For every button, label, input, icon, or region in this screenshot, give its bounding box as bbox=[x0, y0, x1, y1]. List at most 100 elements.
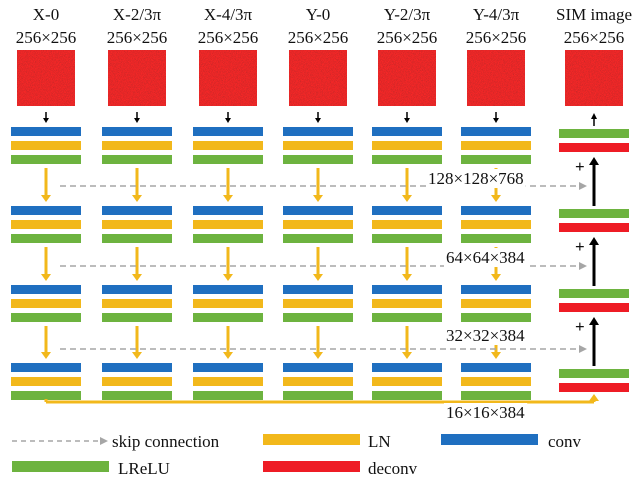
ln-bar bbox=[372, 220, 442, 229]
up-arrowhead bbox=[589, 237, 599, 245]
lrelu-bar bbox=[193, 155, 263, 164]
input-arrowhead bbox=[225, 118, 231, 123]
down-arrowhead bbox=[41, 352, 51, 359]
ln-bar bbox=[461, 377, 531, 386]
skip-arrowhead bbox=[579, 345, 587, 353]
conv-bar bbox=[11, 206, 81, 215]
down-arrowhead bbox=[491, 352, 501, 359]
lrelu-bar bbox=[193, 234, 263, 243]
lrelu-bar bbox=[102, 155, 172, 164]
skip-arrowhead bbox=[579, 182, 587, 190]
ln-bar bbox=[372, 299, 442, 308]
input-arrowhead bbox=[315, 118, 321, 123]
column-title: X-0 bbox=[33, 5, 59, 24]
output-arrowhead bbox=[591, 113, 597, 119]
stage-label-bg bbox=[444, 248, 528, 267]
ln-bar bbox=[102, 299, 172, 308]
lrelu-bar bbox=[372, 155, 442, 164]
up-arrowhead bbox=[589, 157, 599, 165]
conv-bar bbox=[461, 285, 531, 294]
dec-lrelu-bar bbox=[559, 129, 629, 138]
output-size: 256×256 bbox=[564, 28, 625, 47]
down-arrowhead bbox=[132, 352, 142, 359]
input-image bbox=[199, 50, 257, 106]
ln-bar bbox=[193, 220, 263, 229]
lrelu-bar bbox=[461, 391, 531, 400]
skip-arrowhead bbox=[579, 262, 587, 270]
lrelu-bar bbox=[461, 313, 531, 322]
bottom-connector-arrowhead bbox=[589, 394, 599, 401]
legend-lrelu-swatch bbox=[12, 461, 109, 472]
input-image bbox=[378, 50, 436, 106]
lrelu-bar bbox=[193, 391, 263, 400]
down-arrowhead bbox=[313, 352, 323, 359]
legend-skip-arrowhead bbox=[100, 437, 108, 445]
column-size: 256×256 bbox=[198, 28, 259, 47]
column-title: X-4/3π bbox=[204, 5, 253, 24]
ln-bar bbox=[193, 141, 263, 150]
dec-lrelu-bar bbox=[559, 209, 629, 218]
legend-ln-swatch bbox=[263, 434, 360, 445]
ln-bar bbox=[461, 141, 531, 150]
ln-bar bbox=[372, 141, 442, 150]
column-size: 256×256 bbox=[377, 28, 438, 47]
conv-bar bbox=[11, 363, 81, 372]
stage-label-bg bbox=[444, 403, 528, 422]
lrelu-bar bbox=[461, 234, 531, 243]
conv-bar bbox=[283, 206, 353, 215]
lrelu-bar bbox=[283, 155, 353, 164]
stage-size-label: 16×16×384 bbox=[446, 403, 525, 422]
conv-bar bbox=[372, 363, 442, 372]
input-arrowhead bbox=[404, 118, 410, 123]
lrelu-bar bbox=[102, 391, 172, 400]
conv-bar bbox=[372, 206, 442, 215]
ln-bar bbox=[283, 220, 353, 229]
conv-bar bbox=[11, 127, 81, 136]
conv-bar bbox=[11, 285, 81, 294]
lrelu-bar bbox=[11, 313, 81, 322]
legend-conv-label: conv bbox=[548, 432, 582, 451]
ln-bar bbox=[283, 377, 353, 386]
lrelu-bar bbox=[283, 391, 353, 400]
down-arrowhead bbox=[132, 195, 142, 202]
ln-bar bbox=[193, 377, 263, 386]
legend-skip-label: skip connection bbox=[112, 432, 220, 451]
input-arrowhead bbox=[43, 118, 49, 123]
column-title: Y-0 bbox=[306, 5, 331, 24]
lrelu-bar bbox=[11, 391, 81, 400]
down-arrowhead bbox=[402, 352, 412, 359]
plus-sign: + bbox=[575, 317, 585, 336]
lrelu-bar bbox=[102, 234, 172, 243]
lrelu-bar bbox=[193, 313, 263, 322]
ln-bar bbox=[11, 141, 81, 150]
lrelu-bar bbox=[372, 313, 442, 322]
stage-label-bg bbox=[426, 169, 526, 188]
conv-bar bbox=[372, 127, 442, 136]
conv-bar bbox=[193, 285, 263, 294]
up-arrowhead bbox=[589, 317, 599, 325]
ln-bar bbox=[193, 299, 263, 308]
down-arrowhead bbox=[313, 274, 323, 281]
dec-lrelu-bar bbox=[559, 369, 629, 378]
lrelu-bar bbox=[372, 391, 442, 400]
input-arrowhead bbox=[134, 118, 140, 123]
down-arrowhead bbox=[132, 274, 142, 281]
input-arrowhead bbox=[493, 118, 499, 123]
dec-deconv-bar bbox=[559, 383, 629, 392]
ln-bar bbox=[461, 299, 531, 308]
column-size: 256×256 bbox=[288, 28, 349, 47]
lrelu-bar bbox=[461, 155, 531, 164]
output-title: SIM image bbox=[556, 5, 632, 24]
ln-bar bbox=[11, 377, 81, 386]
stage-size-label: 128×128×768 bbox=[428, 169, 524, 188]
down-arrowhead bbox=[223, 274, 233, 281]
down-arrowhead bbox=[491, 195, 501, 202]
conv-bar bbox=[372, 285, 442, 294]
legend-deconv-label: deconv bbox=[368, 459, 418, 478]
input-image bbox=[17, 50, 75, 106]
lrelu-bar bbox=[11, 155, 81, 164]
column-size: 256×256 bbox=[466, 28, 527, 47]
conv-bar bbox=[283, 127, 353, 136]
column-size: 256×256 bbox=[107, 28, 168, 47]
